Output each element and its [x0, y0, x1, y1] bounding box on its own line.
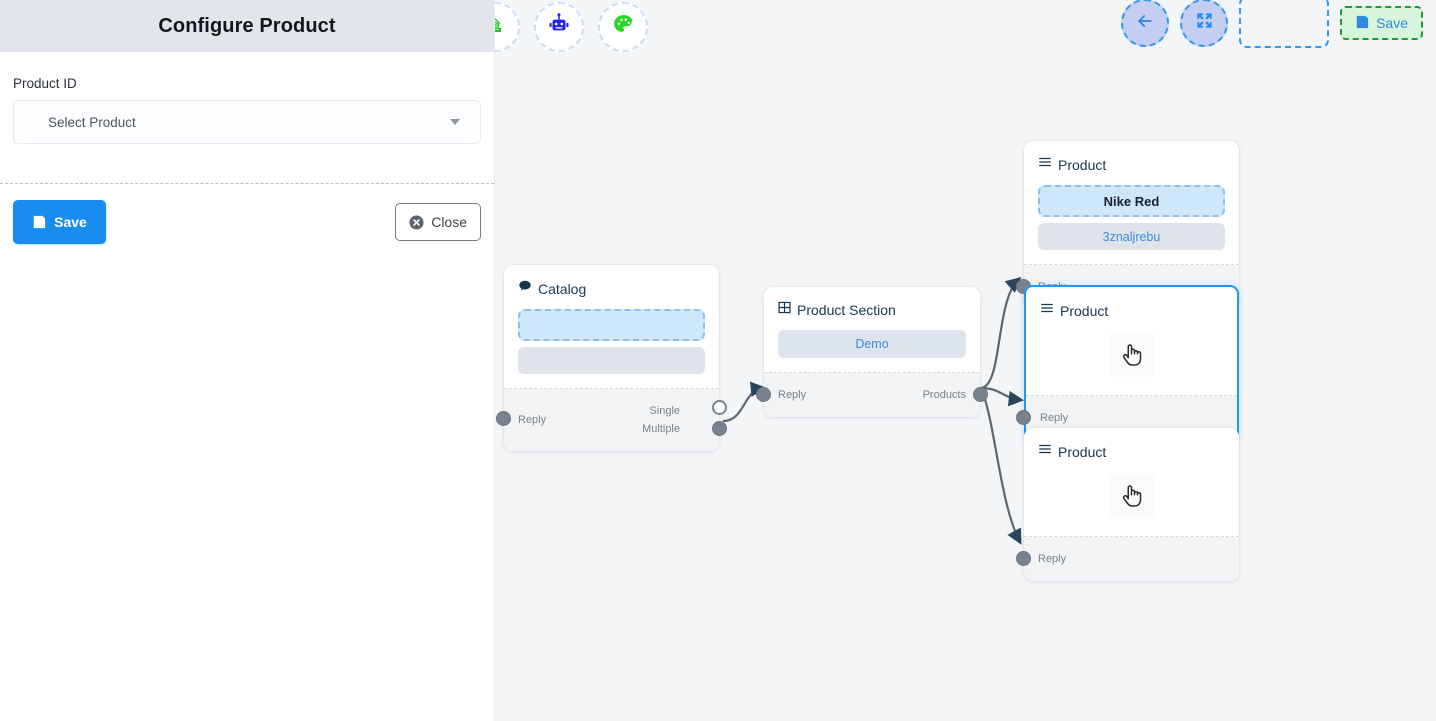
node-separator — [504, 388, 719, 389]
palette-icon — [611, 12, 636, 42]
node-header: Product — [1026, 287, 1237, 320]
list-lines-icon — [1038, 155, 1052, 174]
port-multiple[interactable]: Multiple — [642, 423, 705, 435]
node-header: Product Section — [764, 287, 980, 319]
product-id-label: Product ID — [13, 76, 77, 91]
panel-divider — [0, 183, 494, 184]
stack-overflow-icon — [495, 13, 507, 42]
node-body: Nike Red 3znaljrebu — [1024, 174, 1239, 264]
port-dot-products[interactable] — [973, 387, 988, 402]
product-select[interactable]: Select Product — [13, 100, 481, 144]
node-separator — [1026, 395, 1237, 396]
list-lines-icon — [1040, 301, 1054, 320]
port-dot-reply[interactable] — [756, 387, 771, 402]
canvas-toolbar-right: Save — [1121, 0, 1423, 48]
node-header: Product — [1024, 428, 1239, 461]
page-title: Configure Product — [158, 14, 336, 37]
node-header: Catalog — [504, 265, 719, 298]
port-label-single: Single — [649, 405, 680, 417]
node-footer: Reply — [1016, 537, 1239, 581]
close-button-label: Close — [431, 214, 467, 230]
chevron-down-icon — [450, 119, 460, 125]
port-dot-single[interactable] — [712, 400, 727, 415]
pointer-hand-icon — [1109, 474, 1154, 518]
save-button[interactable]: Save — [13, 200, 106, 244]
port-label-reply[interactable]: Reply — [518, 414, 547, 426]
catalog-chip-dashed[interactable] — [518, 309, 705, 341]
back-arrow-icon — [1135, 11, 1155, 36]
panel-header: Configure Product — [0, 0, 494, 52]
canvas-save-label: Save — [1376, 15, 1408, 31]
node-body: Demo — [764, 319, 980, 372]
node-catalog[interactable]: Catalog Reply Single Multiple — [496, 265, 727, 451]
flow-canvas[interactable]: Save Catalog Reply — [495, 0, 1436, 721]
node-title: Product — [1058, 156, 1107, 173]
node-product-section[interactable]: Product Section Demo Reply Products — [756, 287, 988, 417]
node-footer: Reply Products — [756, 373, 988, 417]
table-grid-icon — [778, 301, 791, 319]
node-header: Product — [1024, 141, 1239, 174]
port-label-reply[interactable]: Reply — [1038, 553, 1067, 565]
node-body — [504, 298, 719, 388]
output-ports: Single Multiple — [642, 405, 705, 435]
node-body — [1026, 320, 1237, 395]
node-title: Product Section — [797, 302, 896, 318]
port-label-reply[interactable]: Reply — [1040, 412, 1069, 424]
node-title: Product — [1060, 302, 1109, 319]
fit-view-button[interactable] — [1180, 0, 1229, 47]
toolbar-placeholder[interactable] — [1239, 0, 1330, 48]
list-lines-icon — [1038, 442, 1052, 461]
tool-button-1[interactable] — [534, 2, 584, 52]
node-separator — [1024, 536, 1239, 537]
port-dot-reply[interactable] — [1016, 410, 1031, 425]
section-chip-demo[interactable]: Demo — [778, 330, 966, 358]
edge-section-to-product-3 — [979, 387, 1022, 545]
pointer-hand-icon — [1109, 333, 1154, 377]
port-single[interactable]: Single — [649, 405, 705, 417]
port-dot-reply[interactable] — [1016, 551, 1031, 566]
close-button[interactable]: Close — [395, 203, 481, 241]
fit-view-icon — [1195, 11, 1214, 35]
port-dot-reply[interactable] — [496, 411, 511, 426]
floppy-disk-icon — [1355, 15, 1369, 32]
port-label-reply[interactable]: Reply — [778, 389, 807, 401]
back-button[interactable] — [1121, 0, 1170, 47]
tool-button-2[interactable] — [598, 2, 648, 52]
product-chip-code[interactable]: 3znaljrebu — [1038, 223, 1225, 250]
node-separator — [764, 372, 980, 373]
node-footer: Reply Single Multiple — [496, 389, 727, 451]
node-product-3[interactable]: Product Reply — [1016, 428, 1239, 581]
port-label-multiple: Multiple — [642, 423, 680, 435]
node-body — [1024, 461, 1239, 536]
node-title: Product — [1058, 443, 1107, 460]
configure-product-panel: Configure Product Product ID Select Prod… — [0, 0, 495, 721]
node-product-2[interactable]: Product Reply — [1016, 285, 1239, 442]
edge-section-to-product-1 — [980, 276, 1022, 390]
port-label-products[interactable]: Products — [922, 389, 966, 401]
node-separator — [1024, 264, 1239, 265]
save-button-label: Save — [54, 214, 87, 230]
canvas-toolbar-left — [495, 2, 648, 52]
product-chip-name[interactable]: Nike Red — [1038, 185, 1225, 217]
port-dot-multiple[interactable] — [712, 421, 727, 436]
panel-actions: Save Close — [0, 200, 494, 244]
node-title: Catalog — [538, 280, 587, 297]
catalog-chip-gray[interactable] — [518, 347, 705, 374]
product-select-value: Select Product — [48, 114, 136, 130]
robot-icon — [546, 12, 572, 43]
x-circle-icon — [409, 214, 424, 230]
chat-bubble-icon — [518, 279, 532, 298]
panel-body: Product ID Select Product — [0, 52, 494, 144]
canvas-save-button[interactable]: Save — [1340, 6, 1423, 40]
floppy-disk-icon — [32, 215, 46, 229]
node-product-1[interactable]: Product Nike Red 3znaljrebu Reply — [1016, 141, 1239, 309]
tool-button-0[interactable] — [495, 2, 520, 52]
